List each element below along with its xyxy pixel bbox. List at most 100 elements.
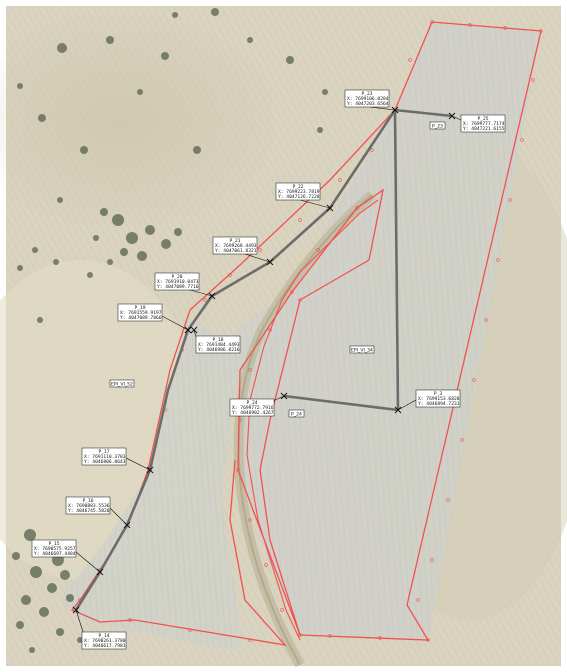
- label-box: [81, 447, 127, 466]
- plant-boundary-channel[interactable]: [246, 199, 379, 641]
- coordinate-label-p22[interactable]: P_22 X: 7699223.7819 Y: 4047126.7228: [275, 182, 321, 201]
- tree-canopy: [174, 228, 182, 236]
- tag-label-p23[interactable]: P_23: [429, 121, 446, 130]
- boundary-vertex-dot: [430, 558, 434, 562]
- tree-canopy: [286, 56, 294, 64]
- label-box: [31, 539, 77, 558]
- leader-line: [369, 106, 396, 111]
- panel-rows-west: [60, 305, 280, 650]
- label-line: P_20: [171, 274, 182, 280]
- label-line: Y: 4046697.4484: [34, 551, 76, 557]
- vertex-marker-x[interactable]: [208, 292, 216, 300]
- boundary-vertex-dot: [264, 563, 268, 567]
- tree-canopy: [47, 583, 57, 593]
- label-box: [415, 389, 461, 408]
- boundary-vertex-dot: [280, 608, 284, 612]
- boundary-vertex-dot: [316, 248, 320, 252]
- plant-boundary-east[interactable]: [237, 21, 542, 641]
- vertex-marker-x[interactable]: [72, 606, 80, 614]
- road-south-spur[interactable]: [283, 394, 399, 412]
- vertex-marker-x[interactable]: [391, 106, 399, 114]
- road-north-spur[interactable]: [394, 108, 453, 118]
- label-line: X: 7699223.7819: [278, 189, 320, 195]
- coordinate-label-p23[interactable]: P_23 X: 7699106.0284 Y: 4047203.6564: [344, 89, 390, 108]
- tag-label-epi-vi-52[interactable]: EPI_VI_52: [109, 379, 135, 387]
- coordinate-label-p21[interactable]: P_21 X: 7699268.4493 Y: 4047061.8321: [212, 236, 258, 255]
- label-line: X: 7691110.3783: [84, 454, 126, 460]
- tag-label-p24[interactable]: P_24: [288, 409, 305, 418]
- label-box: [212, 236, 258, 255]
- label-line: P_25: [477, 116, 488, 122]
- tree-canopy: [112, 214, 124, 226]
- label-line: Y: 4047089.7716: [157, 284, 199, 290]
- label-line: X: 7699777.7174: [463, 121, 505, 127]
- boundary-vertex-dot: [298, 633, 302, 637]
- label-line: X: 7699268.4493: [215, 243, 257, 249]
- tree-canopy: [137, 251, 147, 261]
- tree-canopy: [24, 529, 36, 541]
- vertex-marker-x[interactable]: [146, 466, 154, 474]
- coordinate-label-p3[interactable]: P_3 X: 7699153.6828 Y: 4046894.7231: [415, 389, 461, 408]
- boundary-vertex-dot: [128, 618, 132, 622]
- label-line: X: 7699106.0284: [347, 96, 389, 102]
- coordinate-label-p24[interactable]: P_24 X: 7699772.7916 Y: 4046902.4267: [229, 398, 275, 417]
- tag-label-epi-vi-34[interactable]: EPI_VI_34: [349, 345, 375, 353]
- boundary-vertex-dot: [370, 148, 374, 152]
- coordinate-label-p17[interactable]: P_17 X: 7691110.3783 Y: 4046806.8643: [81, 447, 127, 466]
- coordinate-label-p14[interactable]: P_14 X: 7690261.3780 Y: 4046617.7981: [81, 631, 127, 650]
- boundary-vertex-dot: [531, 78, 535, 82]
- access-road-main[interactable]: [74, 109, 397, 611]
- label-line: P_18: [212, 337, 223, 343]
- tree-canopy: [66, 594, 74, 602]
- coordinate-label-p16[interactable]: P_16 X: 7690883.5536 Y: 4046745.5820: [65, 496, 111, 515]
- leader-line: [75, 609, 85, 636]
- tree-canopy: [100, 208, 108, 216]
- boundary-vertex-dot: [258, 248, 262, 252]
- tree-canopy: [77, 637, 83, 643]
- vertex-marker-x[interactable]: [190, 326, 198, 334]
- label-line: Y: 4046617.7981: [84, 643, 126, 649]
- vertex-marker-x[interactable]: [184, 326, 192, 334]
- label-line: P_24: [246, 400, 257, 406]
- tree-canopy: [106, 36, 114, 44]
- coordinate-label-p19[interactable]: P_19 X: 7691559.9197 Y: 4047089.7866: [117, 303, 163, 322]
- vertex-marker-x[interactable]: [326, 204, 334, 212]
- vertex-marker-x[interactable]: [394, 406, 402, 414]
- label-line: Y: 4047089.7866: [120, 315, 162, 321]
- label-box: [229, 398, 275, 417]
- tag-box: [429, 121, 446, 130]
- boundary-vertex-dot: [355, 206, 359, 210]
- tree-canopy: [16, 621, 24, 629]
- boundary-vertex-dot: [338, 178, 342, 182]
- tag-box: [288, 409, 305, 418]
- boundary-vertex-dot: [378, 636, 382, 640]
- label-line: P_23: [361, 91, 372, 97]
- tree-canopy: [17, 83, 23, 89]
- vertex-marker-x[interactable]: [123, 521, 131, 529]
- tree-canopy: [317, 127, 323, 133]
- label-box: [117, 303, 163, 322]
- boundary-vertex-dot: [188, 628, 192, 632]
- road-east-spine[interactable]: [393, 109, 400, 411]
- vertex-marker-x[interactable]: [266, 258, 274, 266]
- label-box: [195, 335, 241, 354]
- boundary-vertex-dot: [468, 23, 472, 27]
- vertex-marker-x[interactable]: [96, 568, 104, 576]
- coordinate-label-p25[interactable]: P_25 X: 7699777.7174 Y: 4047221.6155: [460, 114, 506, 133]
- tree-canopy: [161, 52, 169, 60]
- label-line: Y: 4047061.8321: [215, 248, 257, 254]
- vertex-marker-x[interactable]: [280, 392, 288, 400]
- boundary-vertex-dot: [430, 20, 434, 24]
- label-box: [275, 182, 321, 201]
- label-line: Y: 4046894.7231: [418, 401, 460, 407]
- boundary-vertex-dot: [503, 26, 507, 30]
- boundary-vertex-dot: [298, 218, 302, 222]
- vertex-marker-x[interactable]: [448, 112, 456, 120]
- tag-text: EPI_VI_34: [351, 347, 373, 353]
- tree-canopy: [60, 570, 70, 580]
- coordinate-label-p20[interactable]: P_20 X: 7691910.0473 Y: 4047089.7716: [154, 272, 200, 291]
- boundary-vertex-dot: [472, 378, 476, 382]
- coordinate-label-p18[interactable]: P_18 X: 7691484.4493 Y: 4046986.8216: [195, 335, 241, 354]
- coordinate-label-p15[interactable]: P_15 X: 7690575.9257 Y: 4046697.4484: [31, 539, 77, 558]
